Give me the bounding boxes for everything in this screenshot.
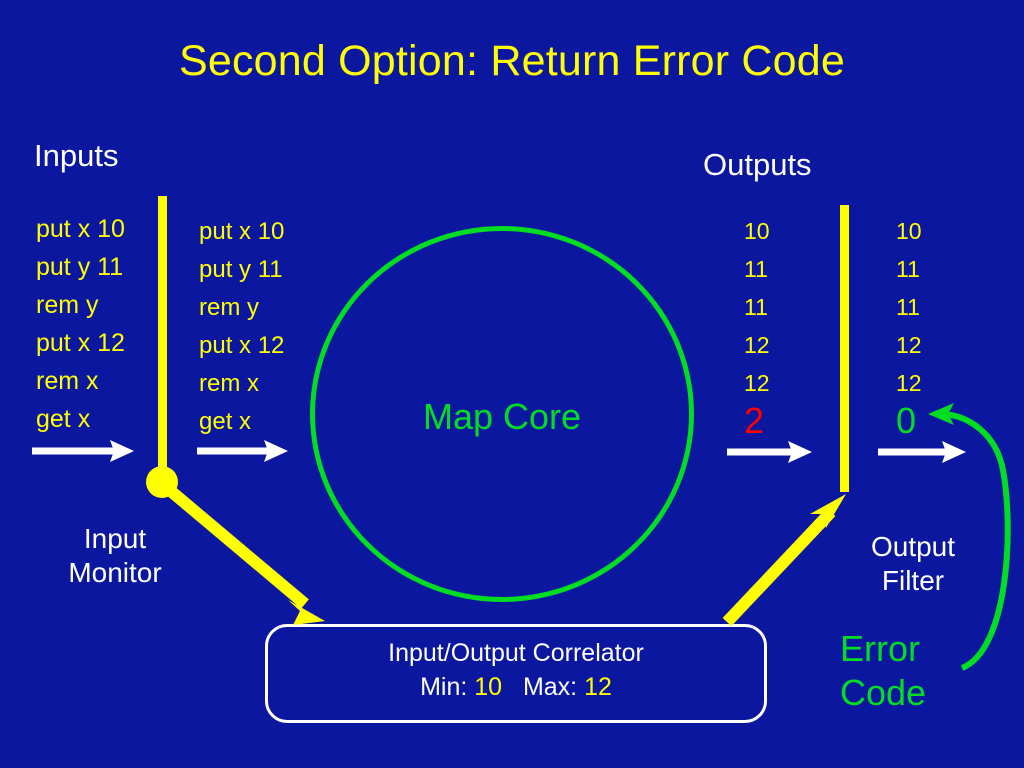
output-filter-label: Output Filter	[838, 530, 988, 598]
correlator-min-value: 10	[474, 673, 503, 701]
stream-line: put x 12	[36, 329, 125, 357]
stream-line: 10	[896, 218, 922, 244]
stream-line: 12	[896, 370, 922, 396]
stream-line: put y 11	[36, 253, 124, 281]
stream-line: rem x	[36, 367, 99, 395]
output-raw-stream: 10 11 11 12 12 2	[744, 212, 770, 440]
stream-line: rem y	[199, 294, 259, 321]
stream-line: 11	[896, 294, 920, 320]
inputs-heading: Inputs	[34, 138, 119, 173]
correlator-minmax-row: Min: 10 Max: 12	[265, 672, 767, 702]
diagonal-arrow-icon	[722, 494, 846, 627]
input-monitored-stream: put x 10 put y 11 rem y put x 12 rem x g…	[199, 213, 284, 441]
stream-line: 11	[896, 256, 920, 282]
output-filtered-error-value: 0	[896, 400, 917, 441]
stream-line: put x 10	[36, 215, 125, 243]
output-filter-label-line2: Filter	[881, 565, 945, 596]
stream-line: 11	[744, 294, 768, 320]
stream-line: 11	[744, 256, 768, 282]
page-title: Second Option: Return Error Code	[178, 37, 846, 85]
stream-line: 10	[744, 218, 770, 244]
correlator-max-value: 12	[584, 673, 612, 701]
input-monitor-label: Input Monitor	[25, 522, 205, 590]
junction-dot-icon	[146, 466, 178, 498]
stream-line: 12	[744, 332, 770, 358]
output-filter-label-line1: Output	[870, 531, 956, 562]
error-code-label: Error Code	[840, 627, 1000, 715]
output-raw-error-value: 2	[744, 400, 765, 441]
right-arrow-icon	[727, 441, 812, 463]
correlator-min-label: Min:	[420, 673, 468, 701]
right-arrow-icon	[197, 440, 288, 462]
stream-line: put y 11	[199, 256, 283, 283]
stream-line: put x 12	[199, 332, 285, 359]
map-core-label: Map Core	[422, 396, 582, 437]
stream-line: get x	[199, 408, 252, 435]
input-monitor-label-line1: Input	[83, 523, 147, 554]
right-arrow-icon	[878, 441, 966, 463]
map-core-circle	[310, 226, 694, 602]
stream-line: get x	[36, 405, 91, 433]
right-arrow-icon	[32, 440, 134, 462]
error-code-label-line2: Code	[840, 672, 927, 713]
stream-line: rem x	[199, 370, 259, 397]
stream-line: 12	[896, 332, 922, 358]
stream-line: rem y	[36, 291, 99, 319]
correlator-title: Input/Output Correlator	[388, 639, 644, 667]
input-raw-stream: put x 10 put y 11 rem y put x 12 rem x g…	[36, 210, 125, 438]
input-monitor-label-line2: Monitor	[68, 557, 162, 588]
input-monitor-bar	[158, 196, 167, 484]
output-filtered-stream: 10 11 11 12 12 0	[896, 212, 922, 440]
outputs-heading: Outputs	[703, 147, 812, 182]
output-filter-bar	[840, 205, 849, 492]
correlator-max-label: Max:	[522, 673, 578, 701]
stream-line: put x 10	[199, 218, 285, 245]
correlator-box	[265, 624, 767, 723]
error-code-label-line1: Error	[840, 628, 920, 669]
stream-line: 12	[744, 370, 770, 396]
